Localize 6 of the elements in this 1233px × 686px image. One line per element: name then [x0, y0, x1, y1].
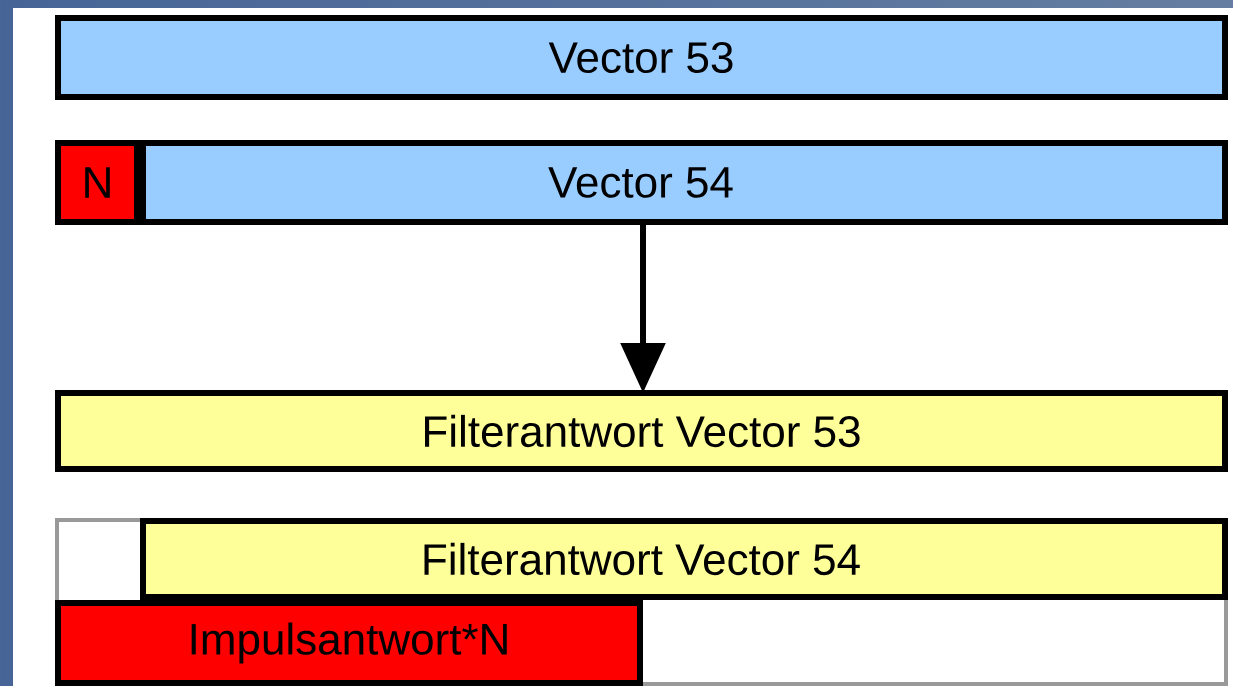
vector-box: Vector 54: [140, 140, 1228, 225]
label-box: N: [55, 140, 140, 225]
response-box: Filterantwort Vector 54: [140, 518, 1228, 600]
vector-box: Vector 53: [55, 15, 1228, 100]
response-box: Filterantwort Vector 53: [55, 390, 1228, 472]
response-box: Impulsantwort*N: [55, 600, 643, 686]
